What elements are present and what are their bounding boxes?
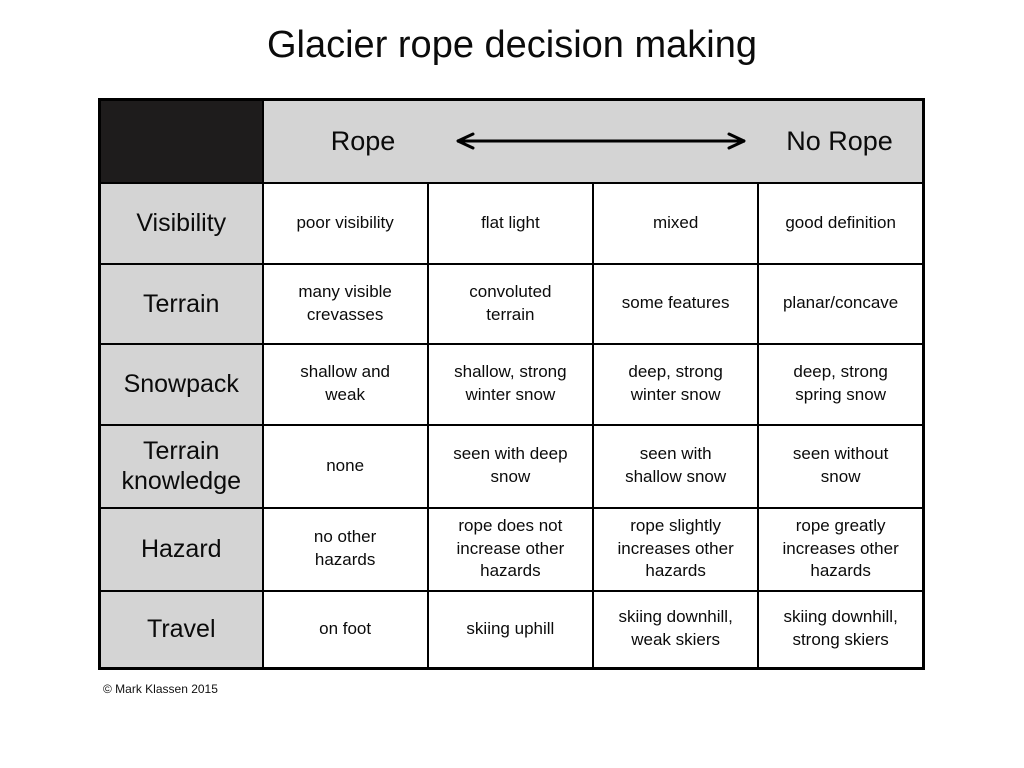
cell-snowpack-1: shallow and weak bbox=[261, 342, 429, 426]
table-row-snowpack: Snowpack shallow and weak shallow, stron… bbox=[98, 342, 925, 426]
cell-hazard-2: rope does not increase other hazards bbox=[426, 506, 595, 592]
cell-travel-3: skiing downhill, weak skiers bbox=[591, 589, 760, 670]
table-row-terrain-knowledge: Terrain knowledge none seen with deep sn… bbox=[98, 423, 925, 509]
no-rope-label: No Rope bbox=[786, 125, 893, 156]
corner-cell bbox=[98, 98, 264, 184]
cell-visibility-4: good definition bbox=[757, 181, 925, 265]
cell-terrain-1: many visible crevasses bbox=[261, 262, 429, 345]
cell-hazard-1: no other hazards bbox=[261, 506, 429, 592]
table-row-hazard: Hazard no other hazards rope does not in… bbox=[98, 506, 925, 592]
row-header-visibility: Visibility bbox=[98, 181, 264, 265]
table-row-terrain: Terrain many visible crevasses convolute… bbox=[98, 262, 925, 345]
cell-terrain-2: convoluted terrain bbox=[426, 262, 595, 345]
decision-table: Rope No Rope Visibility poor visibility … bbox=[98, 98, 925, 670]
table-row-visibility: Visibility poor visibility flat light mi… bbox=[98, 181, 925, 265]
cell-travel-4: skiing downhill, strong skiers bbox=[757, 589, 925, 670]
cell-terrain-knowledge-1: none bbox=[261, 423, 429, 509]
table-row-travel: Travel on foot skiing uphill skiing down… bbox=[98, 589, 925, 670]
row-header-terrain-knowledge: Terrain knowledge bbox=[98, 423, 264, 509]
cell-hazard-4: rope greatly increases other hazards bbox=[757, 506, 925, 592]
row-header-travel: Travel bbox=[98, 589, 264, 670]
cell-terrain-knowledge-4: seen without snow bbox=[757, 423, 925, 509]
spectrum-header-cell: Rope No Rope bbox=[261, 98, 925, 184]
cell-terrain-3: some features bbox=[591, 262, 760, 345]
cell-snowpack-4: deep, strong spring snow bbox=[757, 342, 925, 426]
cell-terrain-knowledge-3: seen with shallow snow bbox=[591, 423, 760, 509]
cell-snowpack-3: deep, strong winter snow bbox=[591, 342, 760, 426]
cell-terrain-knowledge-2: seen with deep snow bbox=[426, 423, 595, 509]
row-header-snowpack: Snowpack bbox=[98, 342, 264, 426]
cell-visibility-3: mixed bbox=[591, 181, 760, 265]
cell-travel-2: skiing uphill bbox=[426, 589, 595, 670]
cell-hazard-3: rope slightly increases other hazards bbox=[591, 506, 760, 592]
row-header-terrain: Terrain bbox=[98, 262, 264, 345]
table-header-row: Rope No Rope bbox=[98, 98, 925, 184]
cell-terrain-4: planar/concave bbox=[757, 262, 925, 345]
cell-visibility-2: flat light bbox=[426, 181, 595, 265]
cell-snowpack-2: shallow, strong winter snow bbox=[426, 342, 595, 426]
rope-label: Rope bbox=[330, 125, 396, 156]
copyright-text: © Mark Klassen 2015 bbox=[103, 682, 218, 696]
cell-travel-1: on foot bbox=[261, 589, 429, 670]
page-title: Glacier rope decision making bbox=[266, 24, 757, 66]
row-header-hazard: Hazard bbox=[98, 506, 264, 592]
left-right-arrow-icon bbox=[445, 131, 757, 151]
cell-visibility-1: poor visibility bbox=[261, 181, 429, 265]
